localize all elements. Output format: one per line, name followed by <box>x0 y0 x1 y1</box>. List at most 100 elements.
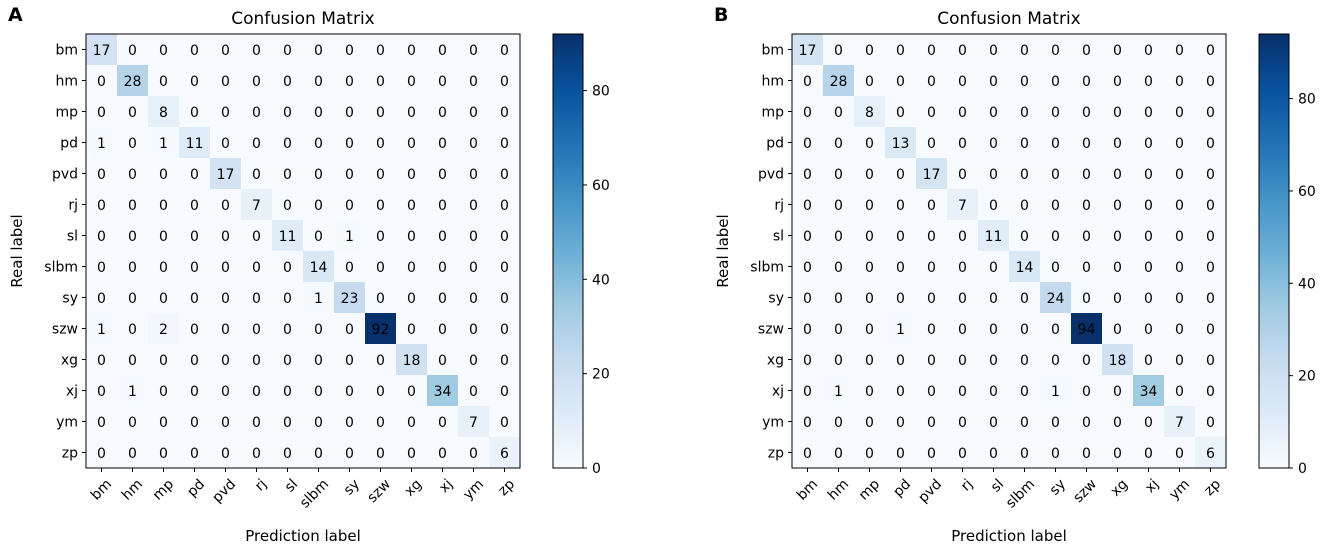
heatmap-cell <box>365 65 397 97</box>
heatmap-cell <box>916 96 948 128</box>
cell-value: 0 <box>345 105 354 121</box>
cell-value: 0 <box>252 260 261 276</box>
cell-value: 0 <box>190 291 199 307</box>
cell-value: 0 <box>376 105 385 121</box>
cell-value: 0 <box>927 322 936 338</box>
x-tick-label: bm <box>88 476 115 503</box>
heatmap-cell <box>148 34 180 66</box>
cell-value: 0 <box>1082 260 1091 276</box>
cell-value: 0 <box>97 167 106 183</box>
heatmap-cell <box>823 313 855 345</box>
cell-value: 0 <box>1206 229 1215 245</box>
heatmap-cell <box>1009 406 1041 438</box>
heatmap-cell <box>334 251 366 283</box>
cell-value: 0 <box>1020 43 1029 59</box>
cell-value: 11 <box>985 229 1003 245</box>
heatmap-cell <box>458 313 490 345</box>
cell-value: 0 <box>1175 198 1184 214</box>
cell-value: 0 <box>1051 415 1060 431</box>
heatmap-cell <box>1102 158 1134 190</box>
cell-value: 0 <box>438 43 447 59</box>
cell-value: 0 <box>1113 415 1122 431</box>
cell-value: 0 <box>128 136 137 152</box>
y-tick-label: bm <box>55 43 78 59</box>
heatmap-cell <box>1133 313 1165 345</box>
heatmap-cell <box>1133 127 1165 159</box>
cell-value: 0 <box>1175 136 1184 152</box>
heatmap-cell <box>885 220 917 252</box>
cell-value: 0 <box>376 198 385 214</box>
cell-value: 0 <box>927 260 936 276</box>
heatmap-cell <box>854 96 886 128</box>
heatmap-cell <box>427 375 459 407</box>
cell-value: 0 <box>438 136 447 152</box>
heatmap-cell <box>303 96 335 128</box>
y-tick-label: rj <box>774 198 784 214</box>
y-axis-title: Real label <box>8 214 26 287</box>
cell-value: 0 <box>1113 291 1122 307</box>
y-tick-label: slbm <box>44 260 78 276</box>
heatmap-cell <box>1071 220 1103 252</box>
cell-value: 0 <box>469 105 478 121</box>
cell-value: 0 <box>128 260 137 276</box>
heatmap-cell <box>947 313 979 345</box>
x-tick-label: hm <box>119 476 146 503</box>
heatmap-cell <box>823 220 855 252</box>
cell-value: 0 <box>345 260 354 276</box>
heatmap-cell <box>489 313 521 345</box>
y-tick-label: mp <box>761 105 784 121</box>
heatmap-cell <box>179 96 211 128</box>
cell-value: 0 <box>345 415 354 431</box>
heatmap-cell <box>885 65 917 97</box>
heatmap-cell <box>241 127 273 159</box>
cell-value: 28 <box>124 74 142 90</box>
cell-value: 0 <box>1144 415 1153 431</box>
cell-value: 0 <box>1113 167 1122 183</box>
y-tick-label: xg <box>767 353 784 369</box>
cell-value: 0 <box>128 291 137 307</box>
cell-value: 0 <box>865 384 874 400</box>
cell-value: 0 <box>97 105 106 121</box>
heatmap-cell <box>1164 96 1196 128</box>
heatmap-cell <box>1040 406 1072 438</box>
cell-value: 0 <box>834 260 843 276</box>
heatmap-cell <box>241 437 273 469</box>
heatmap-cell <box>272 251 304 283</box>
cell-value: 0 <box>159 291 168 307</box>
heatmap-cell <box>854 375 886 407</box>
cell-value: 0 <box>958 291 967 307</box>
heatmap-cell <box>427 437 459 469</box>
cell-value: 0 <box>376 136 385 152</box>
cell-value: 0 <box>989 167 998 183</box>
cell-value: 0 <box>128 353 137 369</box>
cell-value: 0 <box>1175 105 1184 121</box>
cell-value: 0 <box>1051 446 1060 462</box>
heatmap-cell <box>86 96 118 128</box>
x-tick-label: mp <box>856 476 883 503</box>
cell-value: 0 <box>438 446 447 462</box>
heatmap-cell <box>272 437 304 469</box>
cell-value: 0 <box>958 415 967 431</box>
heatmap-cell <box>427 282 459 314</box>
y-tick-label: xj <box>772 384 784 400</box>
cell-value: 0 <box>1206 291 1215 307</box>
heatmap-cell <box>117 282 149 314</box>
cell-value: 0 <box>896 74 905 90</box>
heatmap-cell <box>885 158 917 190</box>
heatmap-cell <box>854 406 886 438</box>
cell-value: 0 <box>314 167 323 183</box>
cell-value: 0 <box>500 74 509 90</box>
cell-value: 0 <box>803 353 812 369</box>
cell-value: 0 <box>1020 167 1029 183</box>
heatmap-cell <box>823 189 855 221</box>
cell-value: 0 <box>1051 136 1060 152</box>
heatmap-cell <box>365 158 397 190</box>
cell-value: 0 <box>283 322 292 338</box>
cell-value: 0 <box>190 198 199 214</box>
heatmap-cell <box>1040 437 1072 469</box>
cell-value: 0 <box>865 260 874 276</box>
